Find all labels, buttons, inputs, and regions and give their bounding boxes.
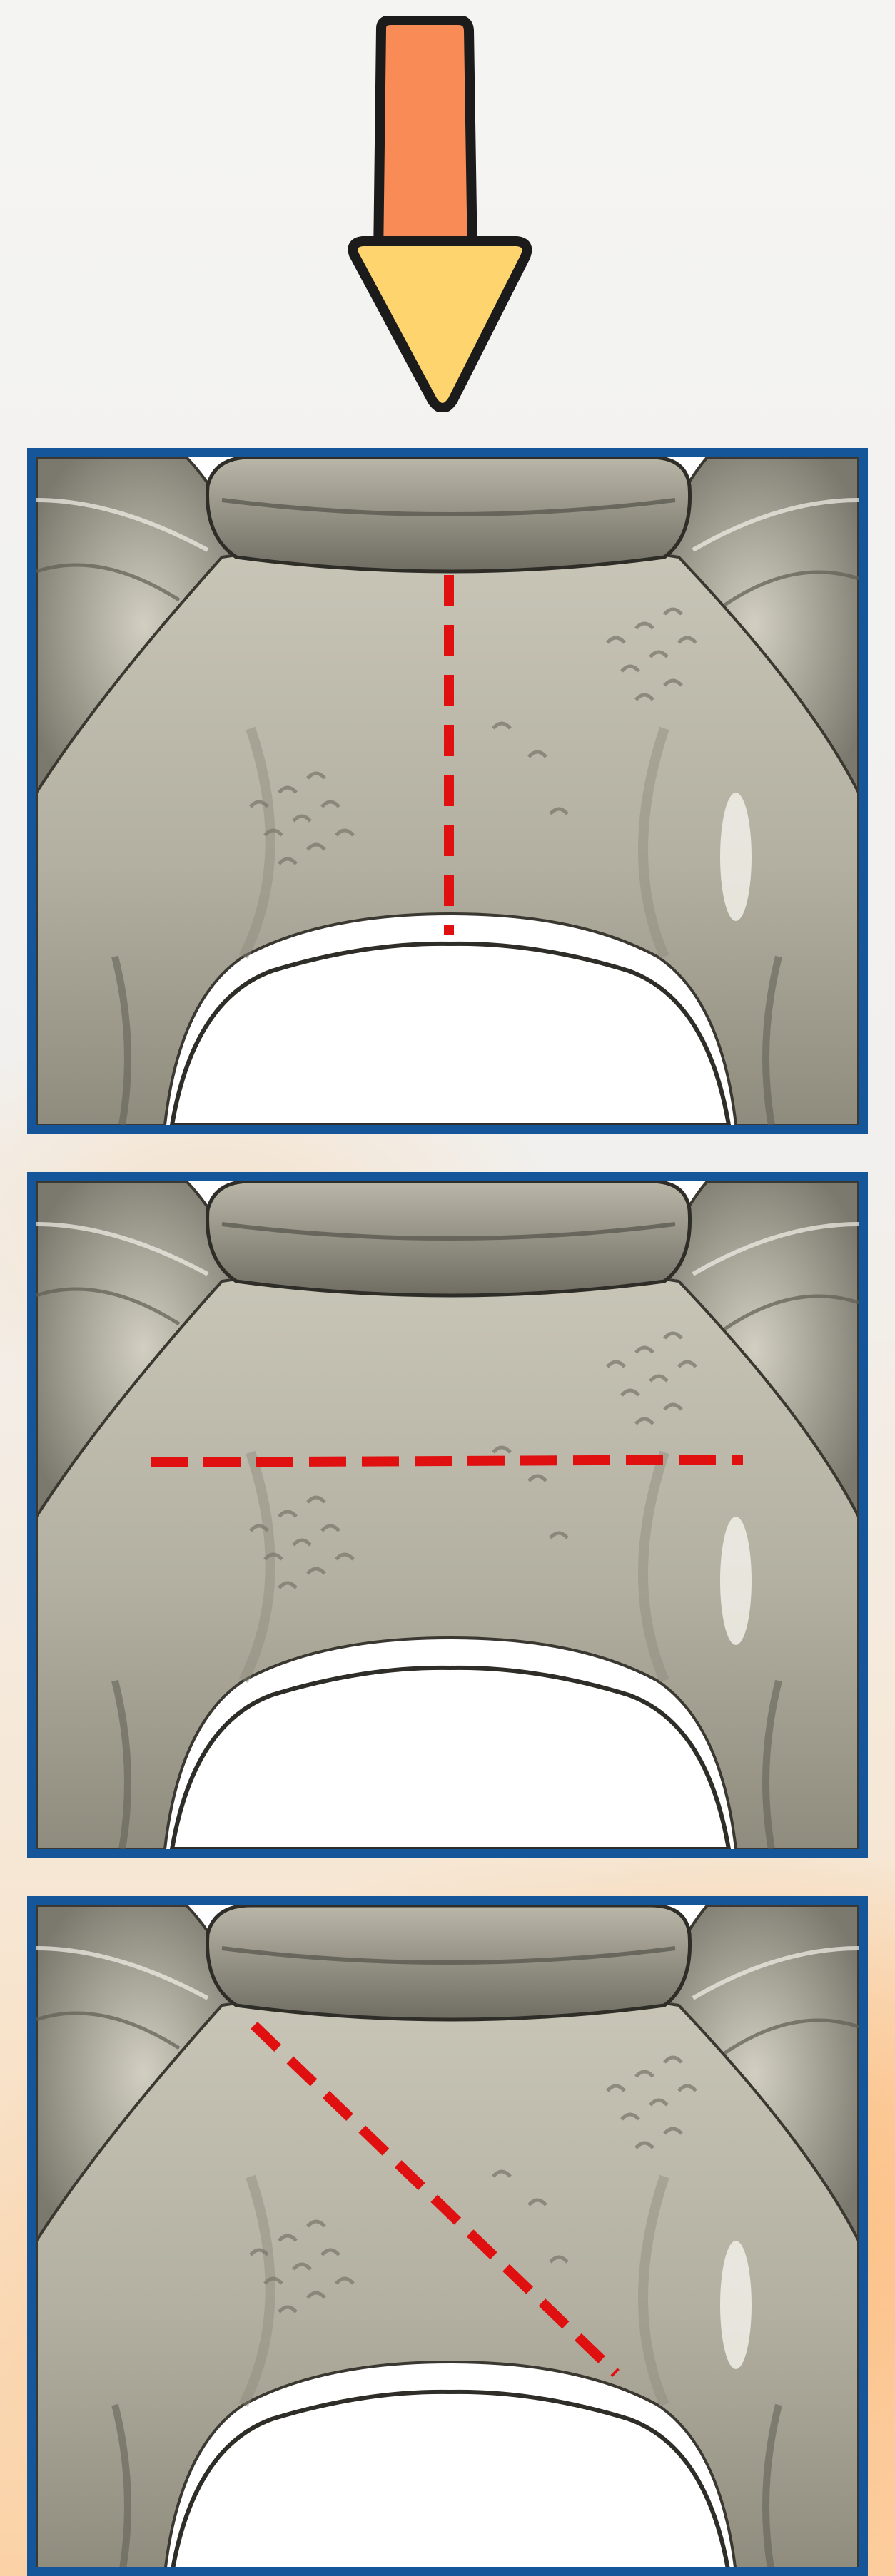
vertebra-panel-diagonal-cut <box>27 1896 868 2576</box>
horizontal-cut-line <box>151 1460 743 1462</box>
vertebra-panel-horizontal-cut <box>27 1172 868 1858</box>
vertebra-icon <box>36 1181 859 1849</box>
vertebra-icon <box>36 457 859 1125</box>
vertebra-panel-vertical-cut <box>27 448 868 1134</box>
down-arrow-icon <box>347 16 540 412</box>
vertebra-icon <box>36 1905 859 2567</box>
